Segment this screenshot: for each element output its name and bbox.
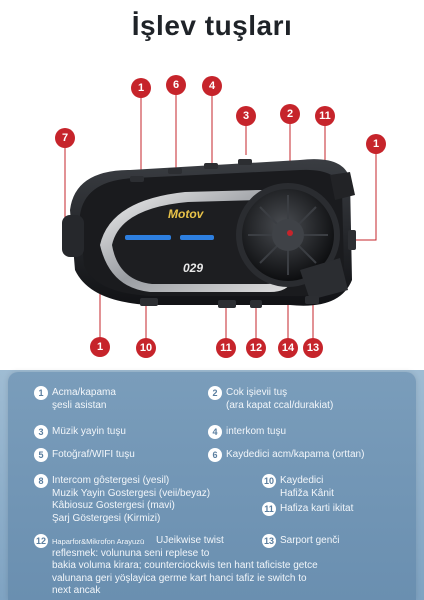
legend-number: 10 <box>262 474 276 488</box>
legend-number: 4 <box>208 425 222 439</box>
callout-badge: 12 <box>246 338 266 358</box>
legend-text: Intercom gôstergesi (yesil) Muzik Yayin … <box>52 475 211 524</box>
callout-badge: 1 <box>131 78 151 98</box>
legend-text: Fotoğraf/WIFI tuşu <box>52 449 135 460</box>
legend-card <box>8 372 416 600</box>
legend-text: Acma/kapama şesli asistan <box>52 387 116 411</box>
callout-badge: 1 <box>366 134 386 154</box>
legend-number: 13 <box>262 534 276 548</box>
device-brand: Motov <box>168 207 205 221</box>
callout-badge: 11 <box>315 106 335 126</box>
callout-badge: 2 <box>280 104 300 124</box>
callout-badge: 4 <box>202 76 222 96</box>
device-model: 029 <box>183 261 203 275</box>
legend-number: 11 <box>262 502 276 516</box>
legend-number: 1 <box>34 386 48 400</box>
callout-badge: 14 <box>278 338 298 358</box>
callout-badge: 13 <box>303 338 323 358</box>
legend-number: 8 <box>34 474 48 488</box>
callout-badge: 7 <box>55 128 75 148</box>
device-illustration: Motov 029 <box>0 60 424 370</box>
legend-number: 6 <box>208 448 222 462</box>
legend-text: Sarport genči <box>280 535 340 546</box>
legend-text: Hafiza karti ikitat <box>280 503 354 514</box>
callout-badge: 11 <box>216 338 236 358</box>
legend-text: Kaydedici acm/kapama (orttan) <box>226 449 365 460</box>
callout-badge: 6 <box>166 75 186 95</box>
legend-text: Kaydedici Hafiža Kânit <box>280 475 334 499</box>
callout-badge: 10 <box>136 338 156 358</box>
legend-text: Müzik yayin tuşu <box>52 426 126 437</box>
legend-number: 2 <box>208 386 222 400</box>
legend-text: UJeikwise twist reflesmek: volununa seni… <box>52 535 318 596</box>
legend-text-small: Haparfor&Mikrofon Arayuzü <box>52 537 145 546</box>
intercom-device-image: Motov 029 <box>62 90 377 345</box>
page-title: İşlev tuşları <box>131 10 293 41</box>
legend-number: 3 <box>34 425 48 439</box>
legend-text: interkom tuşu <box>226 426 287 437</box>
legend-number: 5 <box>34 448 48 462</box>
callout-badge: 3 <box>236 106 256 126</box>
legend-text: Cok işievii tuş (ara kapat ccal/durakiat… <box>226 387 334 411</box>
callout-badge: 1 <box>90 337 110 357</box>
legend-number: 12 <box>34 534 48 548</box>
